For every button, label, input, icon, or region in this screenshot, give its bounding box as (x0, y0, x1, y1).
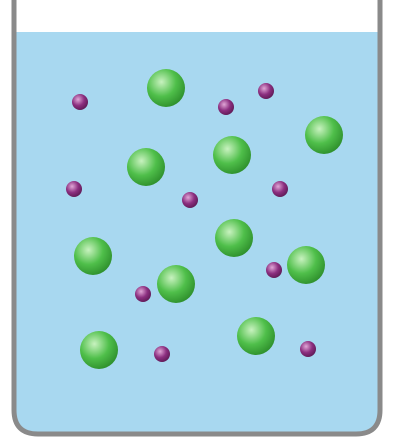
small-purple-particle (300, 341, 316, 357)
large-green-particle (215, 219, 253, 257)
large-green-particle (157, 265, 195, 303)
small-purple-particle (272, 181, 288, 197)
large-green-particle (305, 116, 343, 154)
small-purple-particle (182, 192, 198, 208)
large-green-particle (74, 237, 112, 275)
small-purple-particle (154, 346, 170, 362)
large-green-particle (287, 246, 325, 284)
small-purple-particle (266, 262, 282, 278)
large-green-particle (213, 136, 251, 174)
small-purple-particle (66, 181, 82, 197)
large-green-particle (80, 331, 118, 369)
small-purple-particle (258, 83, 274, 99)
small-purple-particle (218, 99, 234, 115)
large-green-particle (237, 317, 275, 355)
small-purple-particle (72, 94, 88, 110)
large-green-particle (127, 148, 165, 186)
large-green-particle (147, 69, 185, 107)
small-purple-particle (135, 286, 151, 302)
solution-fill (14, 32, 380, 436)
